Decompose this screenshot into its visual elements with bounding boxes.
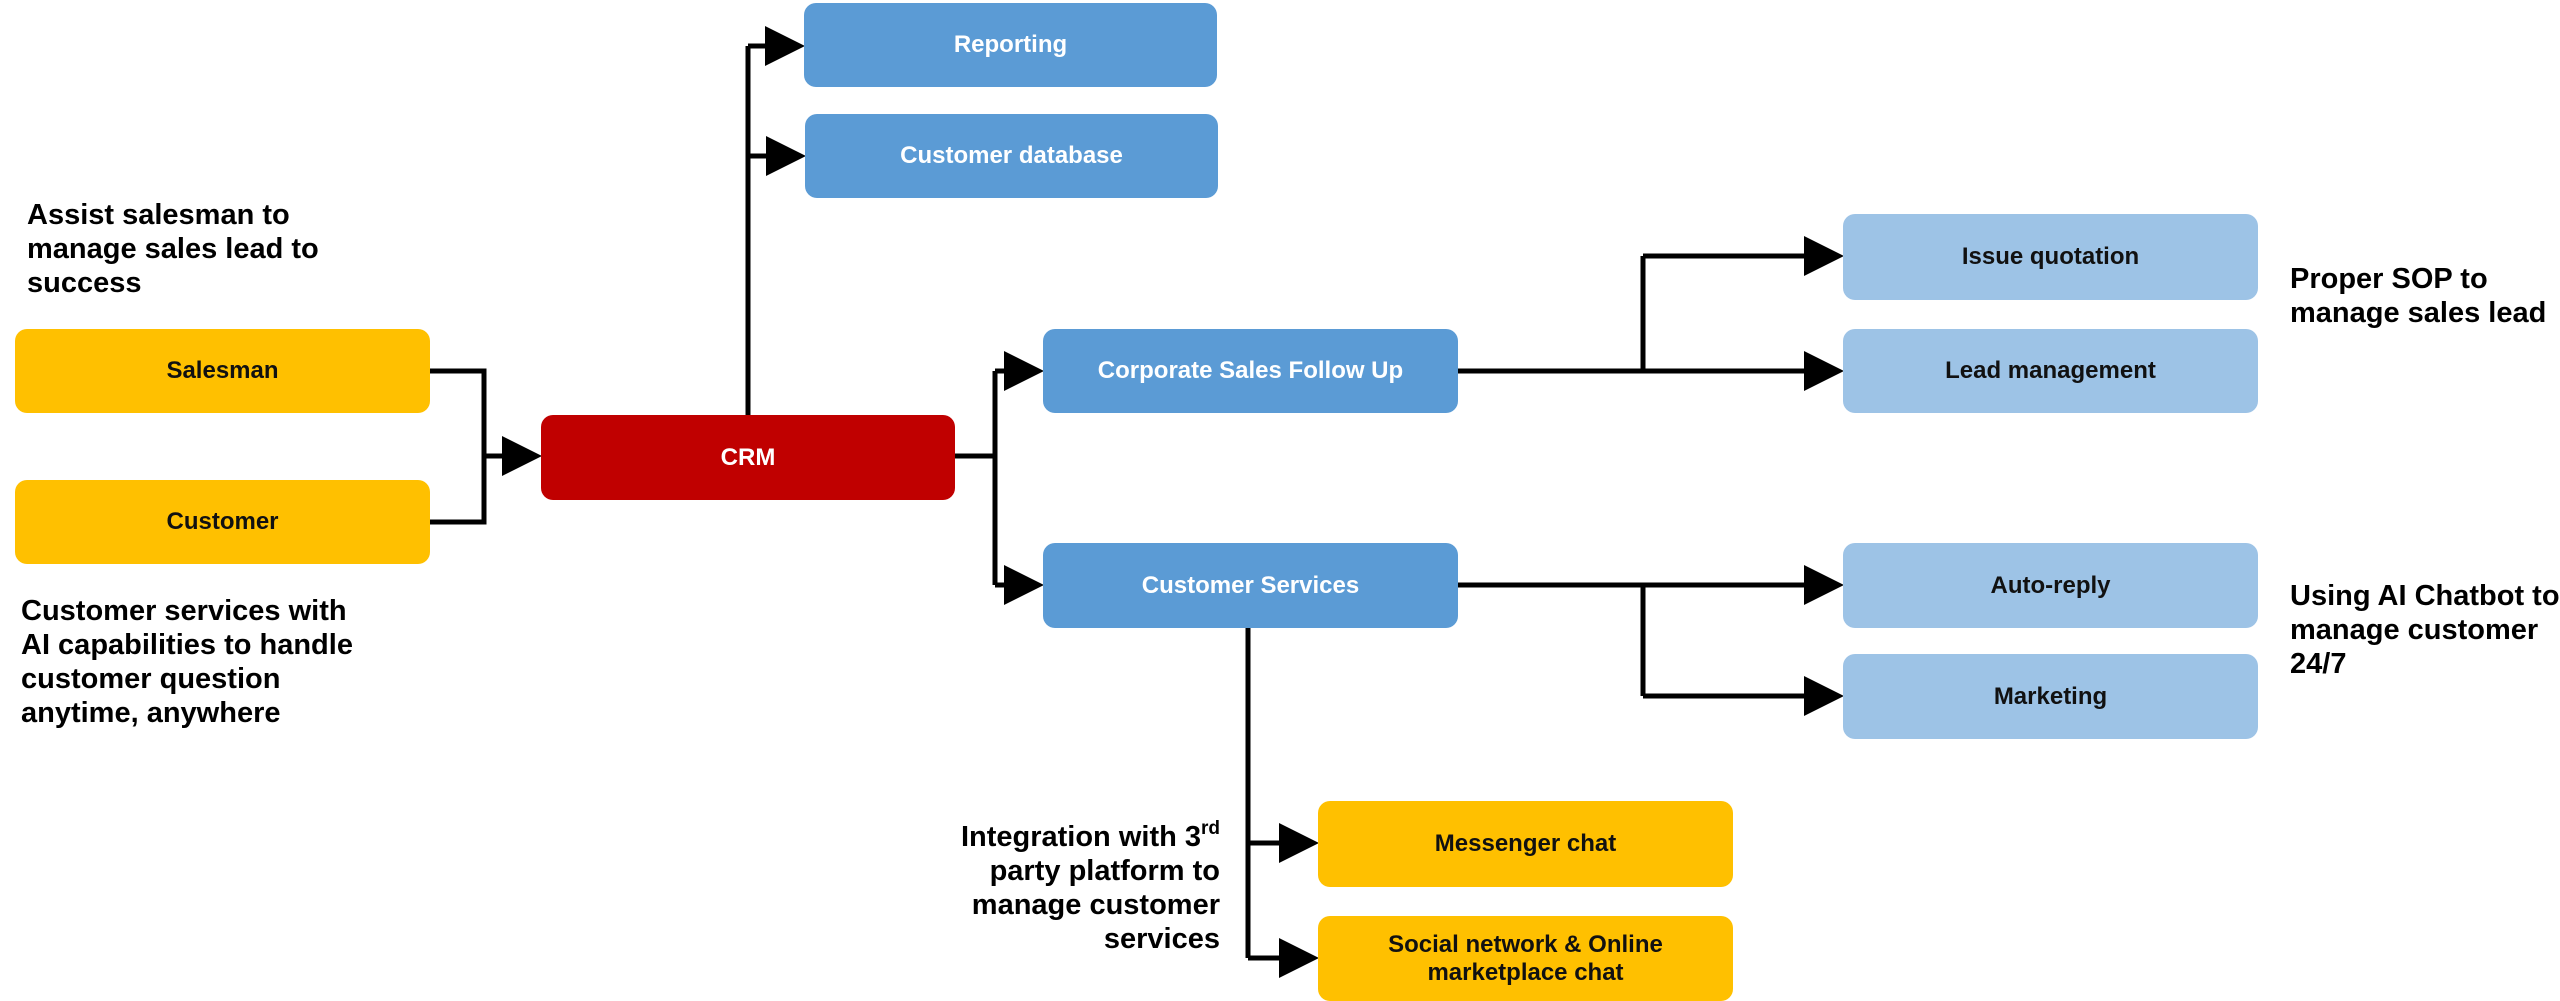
crm-label: CRM — [720, 443, 776, 471]
customer-note-line: Customer services with — [21, 595, 347, 627]
connector-salesman-crm — [430, 368, 487, 456]
salesman-note-line: success — [27, 267, 142, 299]
customer-note-line: customer question — [21, 663, 281, 695]
marketing-node: Marketing — [1843, 654, 2258, 739]
lead-management-label: Lead management — [1945, 357, 2156, 385]
integration-note-line: party platform to — [989, 855, 1220, 887]
sop-note-line: Proper SOP to — [2290, 263, 2488, 295]
salesman-note-line: Assist salesman to — [27, 199, 290, 231]
customer-note: Customer services with AI capabilities t… — [21, 594, 353, 730]
customer-node: Customer — [15, 480, 430, 564]
integration-note: Integration with 3rd party platform to m… — [900, 818, 1220, 956]
messenger-chat-node: Messenger chat — [1318, 801, 1733, 887]
sop-note-line: manage sales lead — [2290, 297, 2547, 329]
issue-quotation-label: Issue quotation — [1961, 243, 2140, 271]
social-network-label-line1: Social network & Online — [1388, 930, 1663, 958]
corporate-sales-node: Corporate Sales Follow Up — [1043, 329, 1458, 413]
integration-note-line1: Integration with 3rd — [900, 818, 1220, 854]
messenger-chat-label: Messenger chat — [1434, 830, 1617, 858]
reporting-node: Reporting — [804, 3, 1217, 87]
integration-note-superscript: rd — [1201, 818, 1220, 839]
lead-management-node: Lead management — [1843, 329, 2258, 413]
integration-note-line: services — [1103, 923, 1220, 955]
issue-quotation-node: Issue quotation — [1843, 214, 2258, 300]
auto-reply-node: Auto-reply — [1843, 543, 2258, 628]
chatbot-note-line: Using AI Chatbot to — [2290, 580, 2560, 612]
chatbot-note-line: 24/7 — [2290, 648, 2347, 680]
customer-database-label: Customer database — [900, 142, 1123, 170]
customer-database-node: Customer database — [805, 114, 1218, 198]
customer-label: Customer — [166, 508, 279, 536]
sop-note: Proper SOP to manage sales lead — [2290, 262, 2546, 330]
salesman-label: Salesman — [166, 357, 279, 385]
customer-services-label: Customer Services — [1141, 571, 1360, 599]
salesman-note-line: manage sales lead to — [27, 233, 319, 265]
customer-note-line: anytime, anywhere — [21, 697, 281, 729]
auto-reply-label: Auto-reply — [1990, 571, 2111, 599]
connector-customer-crm — [430, 456, 487, 525]
social-network-label-line2: marketplace chat — [1427, 958, 1624, 986]
social-network-node: Social network & Online marketplace chat — [1318, 916, 1733, 1001]
reporting-label: Reporting — [953, 31, 1068, 59]
crm-node: CRM — [541, 415, 955, 500]
customer-services-node: Customer Services — [1043, 543, 1458, 628]
salesman-node: Salesman — [15, 329, 430, 413]
salesman-note: Assist salesman to manage sales lead to … — [27, 198, 319, 300]
marketing-label: Marketing — [1993, 682, 2108, 710]
corporate-sales-label: Corporate Sales Follow Up — [1097, 357, 1404, 385]
customer-note-line: AI capabilities to handle — [21, 629, 353, 661]
integration-note-line: manage customer — [971, 889, 1220, 921]
chatbot-note-line: manage customer — [2290, 614, 2539, 646]
integration-note-prefix: Integration with 3 — [960, 821, 1201, 853]
social-network-label: Social network & Online marketplace chat — [1388, 931, 1663, 986]
chatbot-note: Using AI Chatbot to manage customer 24/7 — [2290, 579, 2560, 681]
